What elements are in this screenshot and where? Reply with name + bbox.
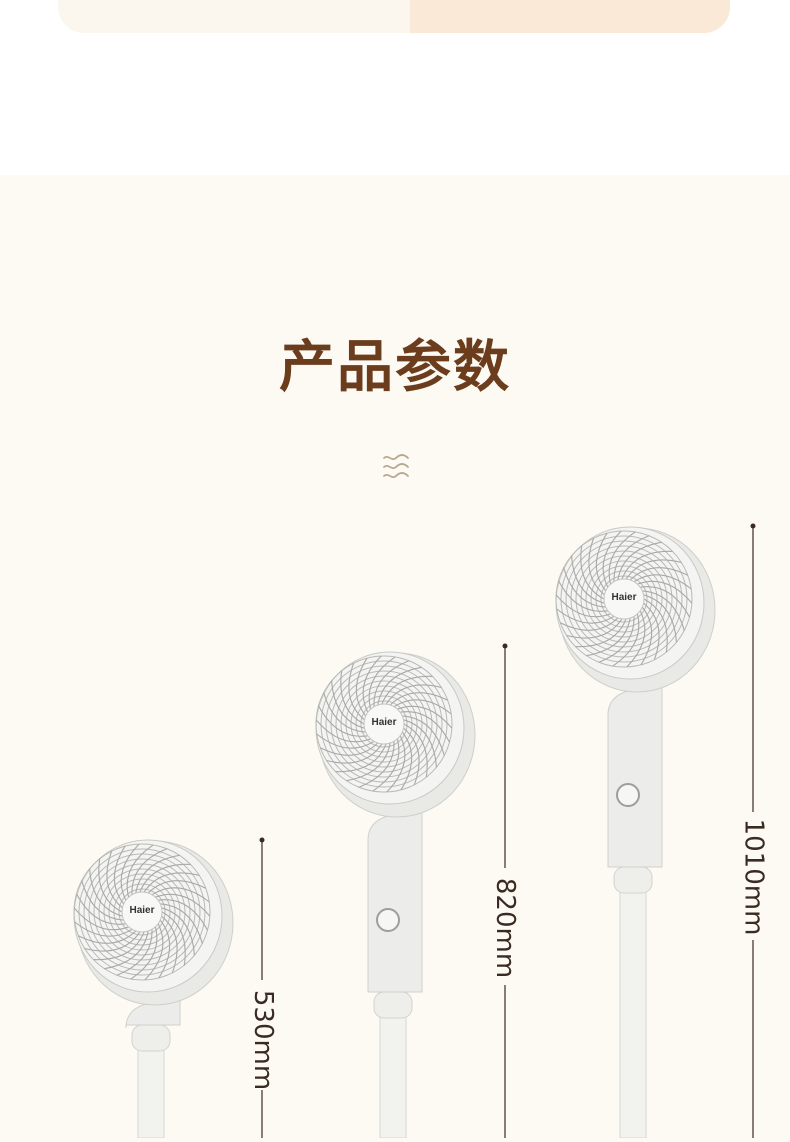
previous-section-card bbox=[58, 0, 730, 33]
card-accent-panel bbox=[410, 0, 730, 33]
section-title: 产品参数 bbox=[279, 335, 511, 400]
fan-brand-logo: Haier bbox=[129, 905, 155, 916]
dimension-line-1010 bbox=[750, 523, 756, 1138]
fan-illustration bbox=[73, 839, 234, 1139]
wave-divider-icon bbox=[383, 454, 409, 479]
height-label-tall: 1010mm bbox=[738, 818, 769, 936]
top-banner bbox=[0, 0, 790, 175]
fan-medium: Haier bbox=[282, 640, 502, 1139]
fan-illustration bbox=[315, 651, 476, 1139]
fan-tall: Haier bbox=[522, 515, 742, 1139]
fan-short: Haier bbox=[40, 828, 260, 1139]
height-label-short: 530mm bbox=[248, 989, 278, 1091]
fan-brand-logo: Haier bbox=[371, 717, 397, 728]
height-label-medium: 820mm bbox=[490, 877, 520, 979]
dimension-line-530 bbox=[259, 837, 265, 1138]
fan-illustration bbox=[555, 526, 716, 1139]
dimension-line-820 bbox=[502, 643, 508, 1138]
fan-brand-logo: Haier bbox=[611, 592, 637, 603]
